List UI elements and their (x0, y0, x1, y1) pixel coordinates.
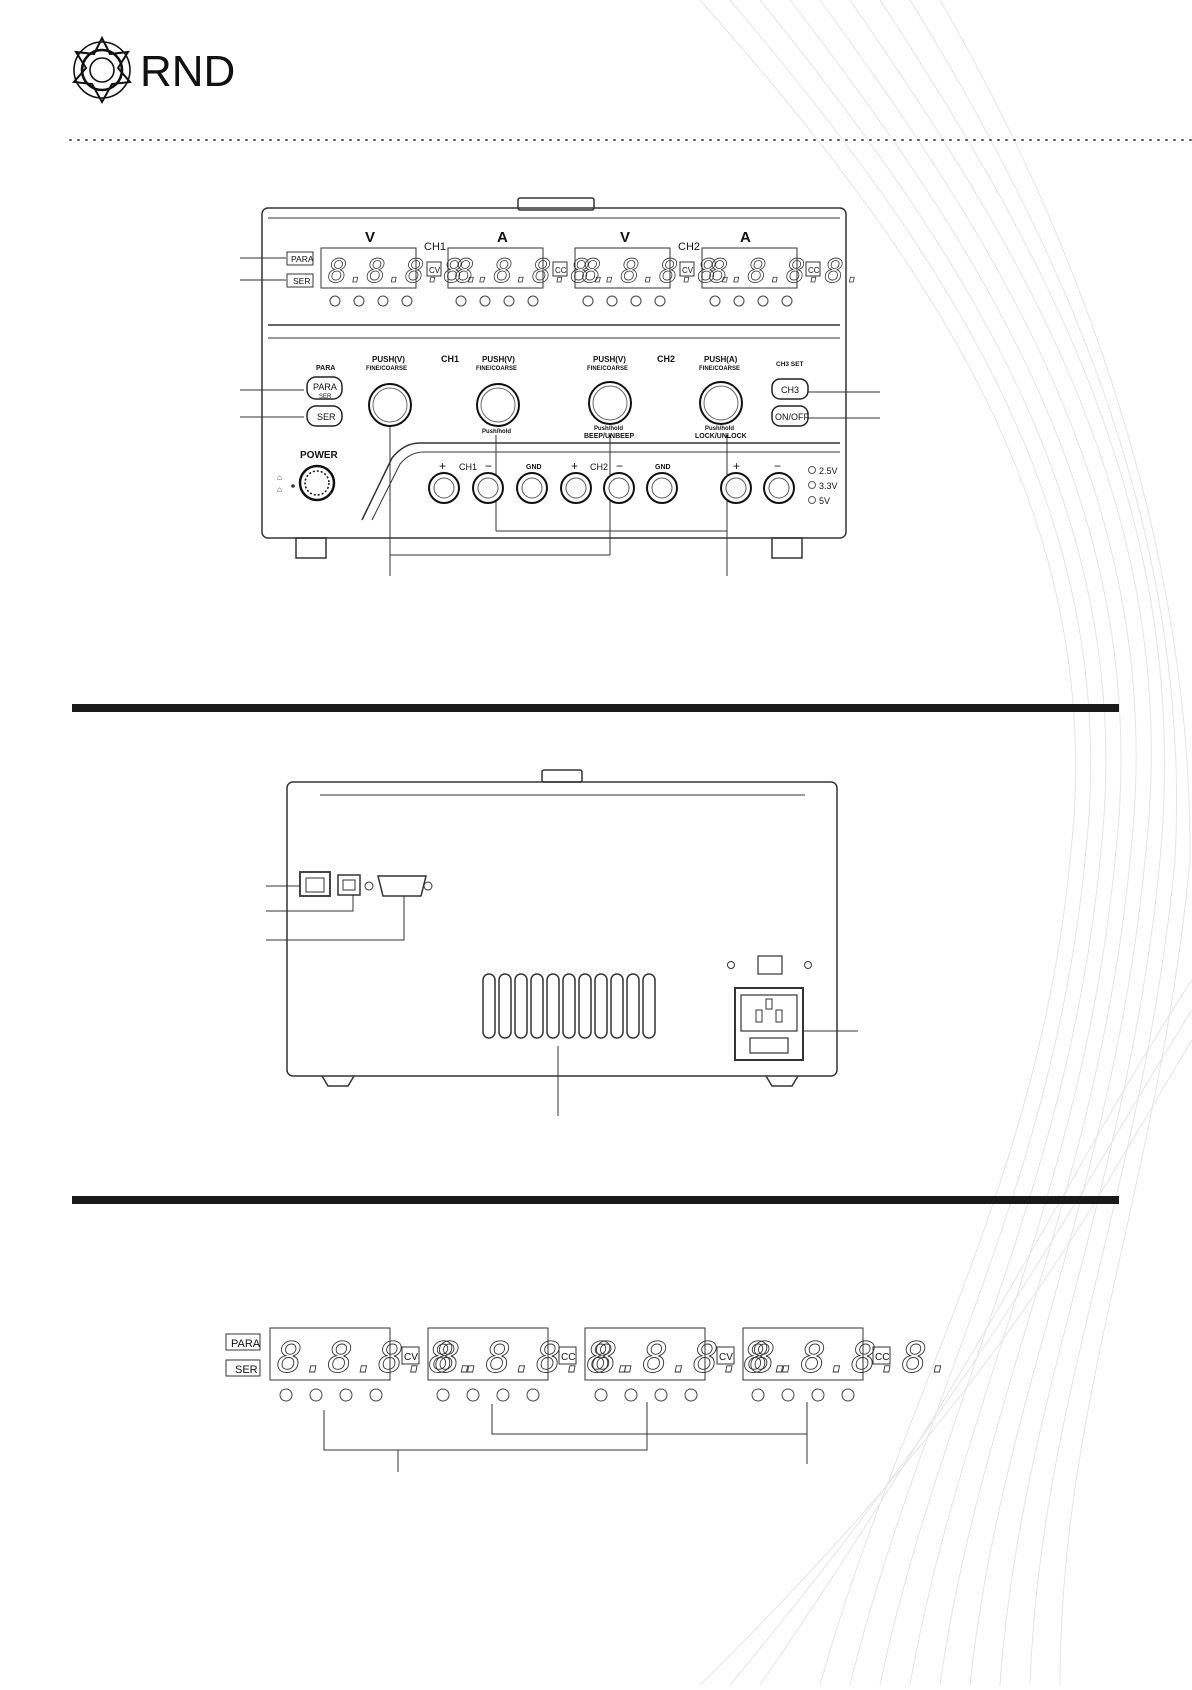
front-panel-controls-para-ser-button-sub-label: SER (319, 394, 332, 400)
terminal-posts (428, 472, 795, 504)
decorative-wave-lines (699, 0, 1192, 1686)
knob-3 (588, 381, 632, 425)
detail-display-leds (279, 1388, 855, 1402)
front-panel-terminals-plus-label: + (571, 459, 578, 473)
ch3-button (771, 378, 809, 400)
front-panel-controls-knob3-bottom2-label: BEEP/UNBEEP (584, 433, 635, 440)
rear-panel-drawing (286, 769, 838, 1087)
front-panel-controls-knob3-sub-label: FINE/COARSE (587, 366, 628, 372)
front-panel-controls-onoff-button-label: ON/OFF (775, 412, 809, 422)
svg-text:⌂: ⌂ (277, 473, 282, 482)
section-rule-2 (72, 1196, 1119, 1204)
front-panel-controls-ch3-set-label: CH3 SET (776, 361, 803, 368)
front-panel-terminals-minus-label: − (774, 459, 781, 473)
svg-text:⌂: ⌂ (277, 485, 282, 494)
front-terminals: + CH1 − GND + CH2 − GND + − 2.5V 3.3V 5V (428, 459, 838, 506)
rnd-logo-text: RND (140, 47, 235, 96)
front-panel-controls-knob3-bottom1-label: Push/hold (594, 426, 623, 432)
front-panel-terminals-gnd-label: GND (655, 464, 671, 471)
front-display-leds (329, 295, 793, 307)
detail-display-ser-label: SER (235, 1364, 258, 1376)
svg-text:8.8.8.8.: 8.8.8.8. (750, 1333, 952, 1382)
svg-text:8.8.8.8.: 8.8.8.8. (592, 1333, 794, 1382)
front-panel-terminals-v33-label: 3.3V (819, 481, 838, 491)
detail-callout-lines (323, 1402, 808, 1472)
rnd-logo: RND (72, 35, 235, 105)
front-panel-display-cc-label: CC (555, 266, 567, 275)
knob-4 (699, 381, 743, 425)
front-panel-controls-ser-button-label: SER (317, 412, 336, 422)
front-callout-lines (240, 257, 880, 419)
front-panel-display-a-label-label: A (740, 229, 751, 246)
svg-text:8.8.8.8.: 8.8.8.8. (582, 252, 736, 290)
front-panel-display-ch2-label: CH2 (678, 241, 700, 253)
front-panel-controls-knob4-sub-label: FINE/COARSE (699, 366, 740, 372)
front-panel-display-cc-label: CC (808, 266, 820, 275)
front-panel-terminals-plus-label: + (733, 459, 740, 473)
rnd-logo-mark (72, 35, 132, 105)
front-panel-terminals-minus-label: − (616, 459, 623, 473)
front-panel-terminals-minus-label: − (485, 459, 492, 473)
front-panel-controls-knob1-top-label: PUSH(V) (372, 355, 405, 364)
front-panel-controls-knob2-bottom-label: Push/hold (482, 429, 511, 435)
front-panel-terminals-gnd-label: GND (526, 464, 542, 471)
front-panel-controls-knob1-sub-label: FINE/COARSE (366, 366, 407, 372)
front-panel-controls-ch3-button-label: CH3 (781, 385, 799, 395)
svg-text:8.8.8.8.: 8.8.8.8. (328, 252, 482, 290)
front-panel-terminals-ch2-label: CH2 (590, 462, 608, 472)
front-panel-terminals-plus-label: + (439, 459, 446, 473)
svg-text:8.8.8.8.: 8.8.8.8. (277, 1333, 479, 1382)
section-rule-1 (72, 704, 1119, 712)
front-panel-controls-para-ser-button-label: PARA (313, 382, 337, 392)
detail-display-para-label: PARA (231, 1338, 261, 1350)
svg-text:8.8.8.8.: 8.8.8.8. (455, 252, 609, 290)
front-panel-display-v-label-label: V (365, 229, 375, 246)
front-panel-controls-ch2-heading-label: CH2 (657, 354, 675, 364)
front-panel-terminals-ch1-label: CH1 (459, 462, 477, 472)
front-panel-controls-knob4-bottom1-label: Push/hold (705, 426, 734, 432)
front-panel-display-v-label-label: V (620, 229, 630, 246)
front-panel-controls-power-label: POWER (300, 450, 339, 461)
front-panel-terminals-v5-label: 5V (819, 496, 830, 506)
front-controls: PARA PARA SER SER POWER ⌂ ⌂ PUSH(V) FINE… (277, 354, 809, 502)
front-panel-controls-knob2-sub-label: FINE/COARSE (476, 366, 517, 372)
front-display: V A V A CH1 CH2 PARA SER 8.8.8.8. CV 8.8… (286, 229, 864, 307)
front-panel-controls-knob4-bottom2-label: LOCK/UNLOCK (695, 433, 747, 440)
front-panel-display-para-label: PARA (291, 254, 314, 264)
knob-2 (476, 383, 520, 427)
knob-1 (368, 383, 412, 427)
detail-display-cv-label: CV (719, 1352, 733, 1363)
detail-display-cv-label: CV (404, 1352, 418, 1363)
svg-text:8.8.8.8.: 8.8.8.8. (709, 252, 863, 290)
ser-button (306, 405, 343, 427)
front-panel-controls-knob4-top-label: PUSH(A) (704, 355, 738, 364)
front-panel-display-ser-label: SER (293, 276, 310, 286)
front-panel-display-ch1-label: CH1 (424, 241, 446, 253)
front-panel-drawing (261, 197, 847, 576)
detail-display-cc-label: CC (561, 1352, 575, 1363)
para-ser-button (306, 376, 343, 400)
front-panel-display-cv-label: CV (682, 266, 694, 275)
front-panel-controls-knob2-top-label: PUSH(V) (482, 355, 515, 364)
front-panel-display-cv-label: CV (429, 266, 441, 275)
front-panel-controls-para-heading-label: PARA (316, 365, 335, 372)
front-panel-controls-ch1-heading-label: CH1 (441, 354, 459, 364)
rear-callout-lines (266, 885, 858, 1116)
display-detail: PARA SER 8.8.8.8. CV 8.8.8.8. CC 8.8.8.8… (225, 1327, 953, 1472)
front-panel-display-a-label-label: A (497, 229, 508, 246)
onoff-button (771, 405, 809, 427)
svg-text:8.8.8.8.: 8.8.8.8. (435, 1333, 637, 1382)
detail-display-cc-label: CC (875, 1352, 889, 1363)
front-panel-controls-knob3-top-label: PUSH(V) (593, 355, 626, 364)
front-panel-terminals-v25-label: 2.5V (819, 466, 838, 476)
